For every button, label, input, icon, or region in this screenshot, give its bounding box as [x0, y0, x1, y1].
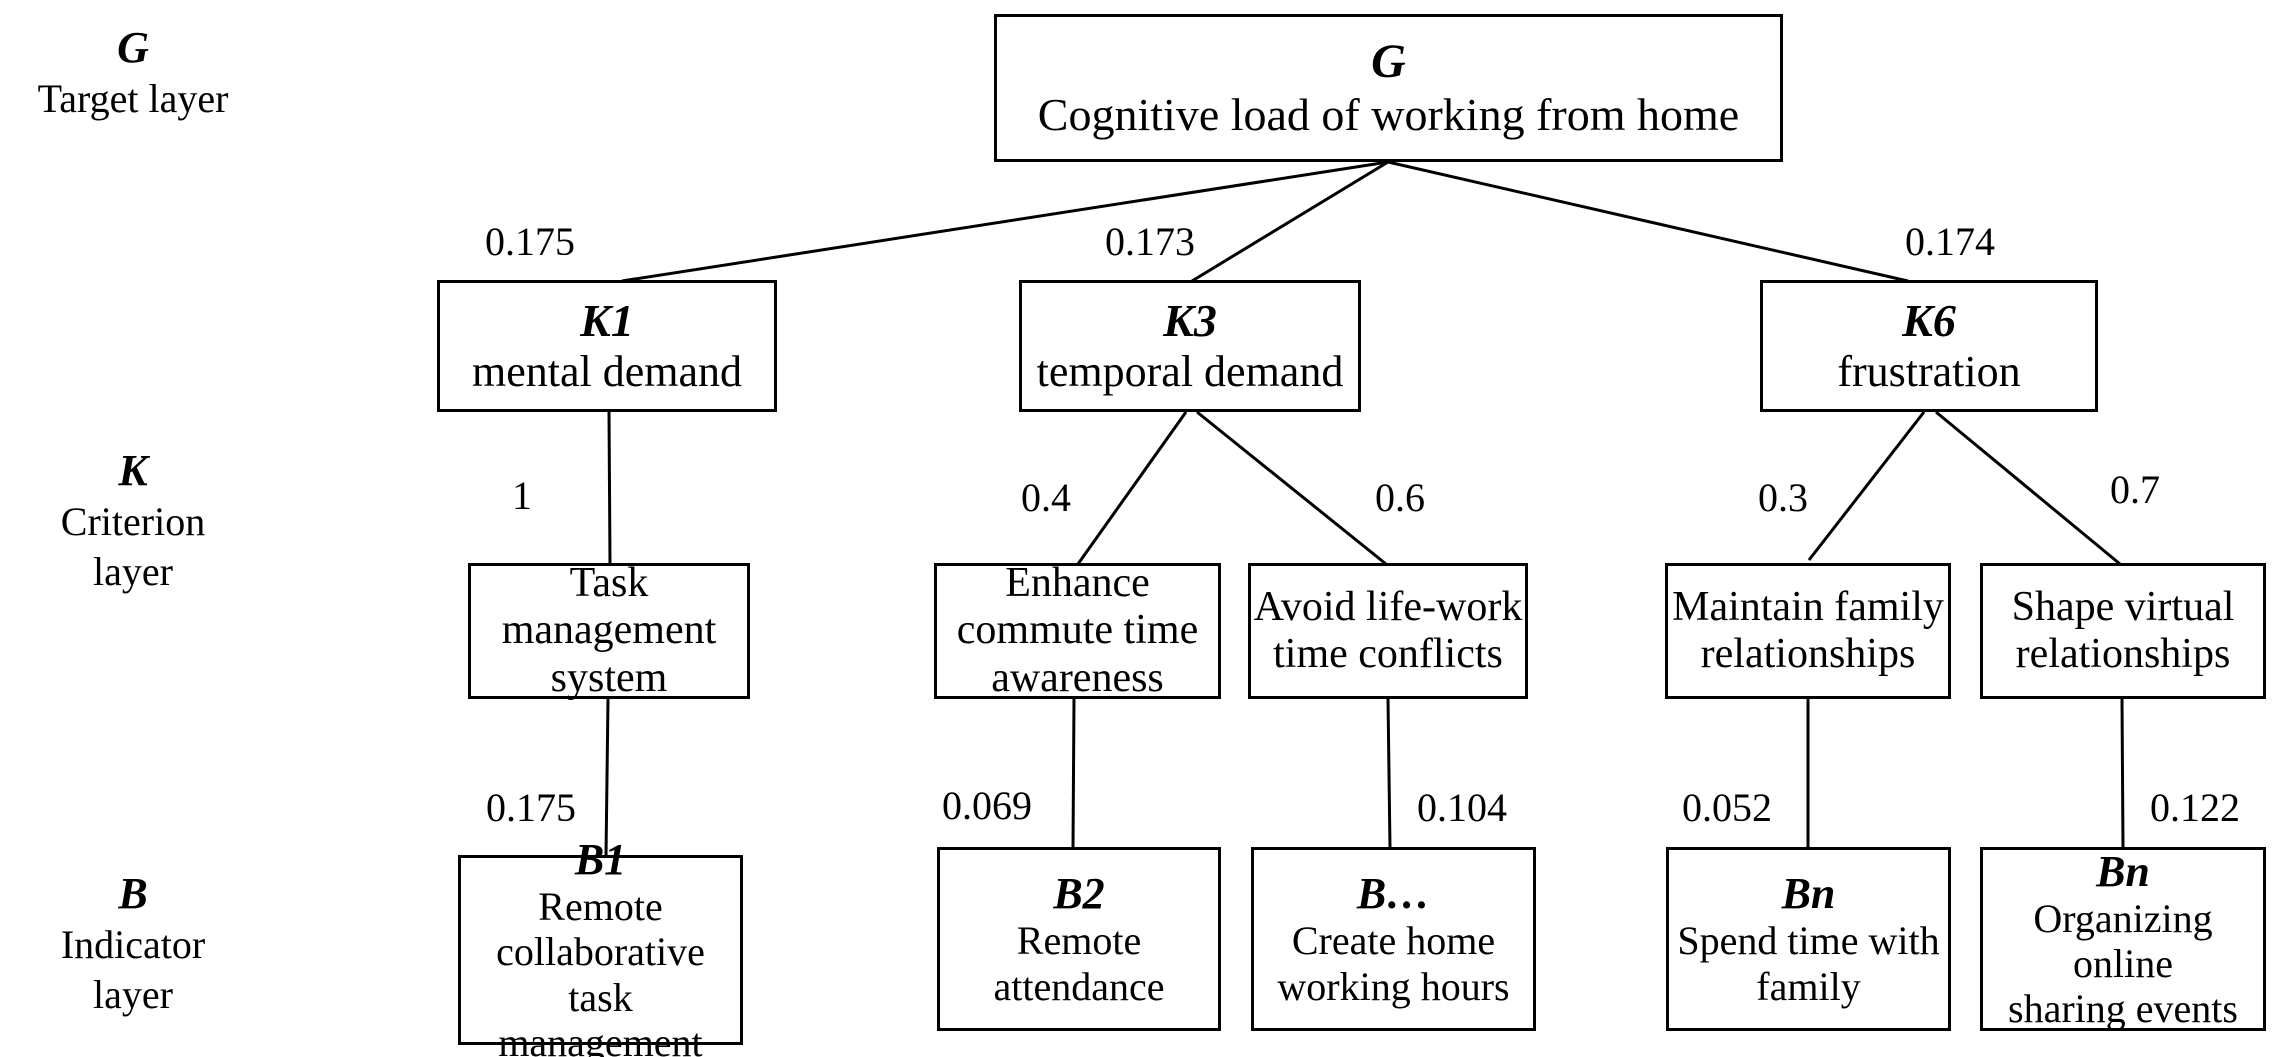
node-goal-label: Cognitive load of working from home — [1037, 88, 1740, 140]
edge-k3-lifework — [1196, 410, 1387, 566]
edge-weight-task-b1: 0.175 — [486, 785, 576, 830]
node-commute-awareness: Enhance commute time awareness — [934, 559, 1221, 701]
node-k6-label: frustration — [1837, 346, 2021, 396]
layer-label-indicator: B Indicator layer — [18, 868, 248, 1020]
node-b1: B1 Remote collaborative task management — [458, 835, 743, 1057]
node-k6-code: K6 — [1902, 295, 1956, 347]
node-virtual-relationships: Shape virtual relationships — [1980, 563, 2266, 699]
node-task-management-label: Task management system — [501, 559, 717, 701]
node-b-more-label: Create home working hours — [1277, 918, 1510, 1009]
edge-weight-k3-commute: 0.4 — [1021, 475, 1071, 520]
node-goal-code: G — [1371, 35, 1406, 89]
edge-k1-task — [607, 411, 612, 564]
edge-weight-k1-task: 1 — [512, 473, 532, 518]
indicator-layer-name: Indicator layer — [60, 922, 206, 1017]
node-b1-label: Remote collaborative task management — [496, 884, 705, 1057]
edge-weight-k6-virtual: 0.7 — [2110, 467, 2160, 512]
node-b2-code: B2 — [1053, 869, 1105, 919]
layer-label-criterion: K Criterion layer — [18, 445, 248, 597]
target-layer-symbol: G — [117, 23, 149, 72]
node-k3-label: temporal demand — [1036, 346, 1344, 396]
criterion-layer-name: Criterion layer — [60, 499, 206, 594]
edge-g-k3 — [1191, 160, 1389, 283]
edge-g-k1 — [621, 160, 1389, 283]
edge-weight-virtual-bn: 0.122 — [2150, 785, 2240, 830]
node-commute-awareness-label: Enhance commute time awareness — [956, 559, 1199, 701]
node-b-more-code: B… — [1356, 869, 1431, 919]
edge-weight-g-k3: 0.173 — [1105, 219, 1195, 264]
node-k1: K1 mental demand — [437, 280, 777, 412]
edge-weight-lifework-bmore: 0.104 — [1417, 785, 1507, 830]
node-bn-family-code: Bn — [1781, 869, 1836, 919]
edge-weight-g-k6: 0.174 — [1905, 219, 1995, 264]
node-k6: K6 frustration — [1760, 280, 2098, 412]
edge-k6-virtual — [1935, 410, 2121, 566]
edge-g-k6 — [1387, 160, 1909, 283]
node-family-relationships: Maintain family relationships — [1665, 563, 1951, 699]
node-b2-label: Remote attendance — [993, 918, 1165, 1009]
edge-weight-commute-b2: 0.069 — [942, 783, 1032, 828]
edge-weight-g-k1: 0.175 — [485, 219, 575, 264]
indicator-layer-symbol: B — [118, 869, 148, 918]
node-virtual-relationships-label: Shape virtual relationships — [2011, 583, 2235, 677]
node-bn-family-label: Spend time with family — [1677, 918, 1940, 1009]
node-life-work-conflicts: Avoid life-work time conflicts — [1248, 563, 1528, 699]
node-k1-code: K1 — [580, 295, 634, 347]
layer-label-target: G Target layer — [18, 22, 248, 124]
edge-k3-commute — [1076, 411, 1188, 565]
edge-k6-family — [1807, 411, 1926, 561]
target-layer-name: Target layer — [37, 76, 229, 121]
edge-virtual-bn — [2120, 698, 2125, 849]
edge-task-b1 — [604, 698, 610, 857]
edge-lifework-bmore — [1386, 698, 1392, 849]
edge-weight-k6-family: 0.3 — [1758, 475, 1808, 520]
node-k3-code: K3 — [1163, 295, 1217, 347]
edge-commute-b2 — [1071, 698, 1076, 849]
node-k1-label: mental demand — [471, 346, 742, 396]
node-bn-online: Bn Organizing online sharing events — [1980, 847, 2266, 1031]
node-family-relationships-label: Maintain family relationships — [1672, 583, 1944, 677]
node-b2: B2 Remote attendance — [937, 847, 1221, 1031]
node-life-work-conflicts-label: Avoid life-work time conflicts — [1253, 583, 1523, 677]
edge-weight-family-bn: 0.052 — [1682, 785, 1772, 830]
edge-weight-k3-lifework: 0.6 — [1375, 475, 1425, 520]
node-task-management: Task management system — [468, 559, 750, 701]
node-bn-online-code: Bn — [2096, 846, 2150, 896]
node-goal: G Cognitive load of working from home — [994, 14, 1783, 162]
node-b-more: B… Create home working hours — [1251, 847, 1536, 1031]
node-b1-code: B1 — [574, 835, 627, 884]
node-bn-family: Bn Spend time with family — [1666, 847, 1951, 1031]
node-bn-online-label: Organizing online sharing events — [2008, 895, 2238, 1032]
criterion-layer-symbol: K — [118, 446, 148, 495]
node-k3: K3 temporal demand — [1019, 280, 1361, 412]
